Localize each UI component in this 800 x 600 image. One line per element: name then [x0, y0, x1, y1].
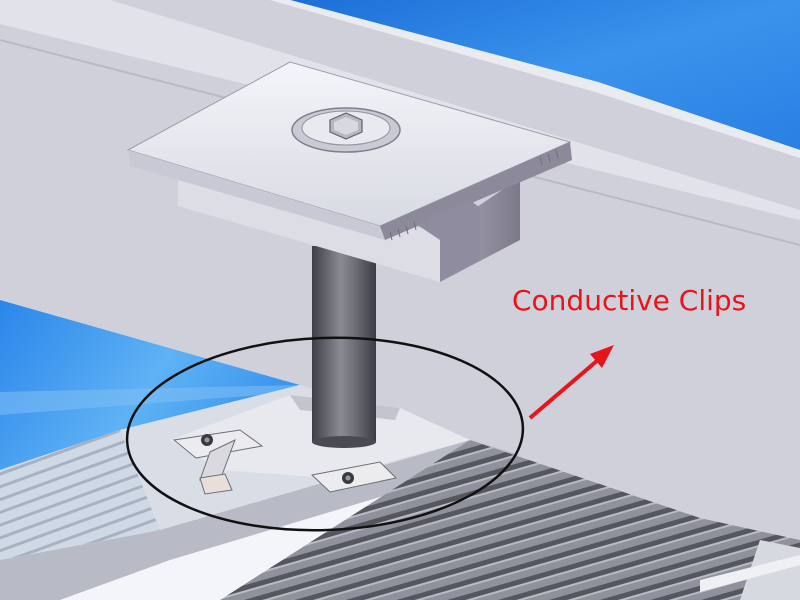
rail-left-side	[0, 440, 520, 600]
callout-arrow-head-icon	[590, 345, 614, 368]
solar-panel-left	[0, 300, 300, 470]
callout-label: Conductive Clips	[512, 284, 747, 317]
callout-arrow-shaft	[528, 358, 600, 420]
highlight-ellipse	[125, 336, 525, 532]
clamp-serrations	[389, 149, 559, 241]
rail-ridged	[220, 440, 800, 600]
rail-end-highlight	[700, 555, 800, 592]
clip-screw-right-center	[345, 475, 351, 481]
bolt-shaft	[312, 246, 376, 442]
rail-left-ridges	[0, 430, 160, 560]
grounding-clip-tab-tip	[199, 473, 233, 495]
hex-socket-bolt-icon	[291, 107, 401, 153]
clamp-side-notch	[416, 200, 480, 282]
clamp-top-front-edge	[128, 150, 385, 240]
solar-panel-top	[290, 0, 800, 150]
panel-reflection	[0, 385, 300, 415]
clamp-top-side-edge	[380, 142, 572, 240]
grounding-clip-left	[172, 429, 264, 459]
clip-screw-left-center	[204, 437, 210, 443]
clamp-lower-front	[178, 178, 440, 282]
grounding-clip-right	[310, 461, 398, 493]
bolt-base	[312, 436, 376, 448]
